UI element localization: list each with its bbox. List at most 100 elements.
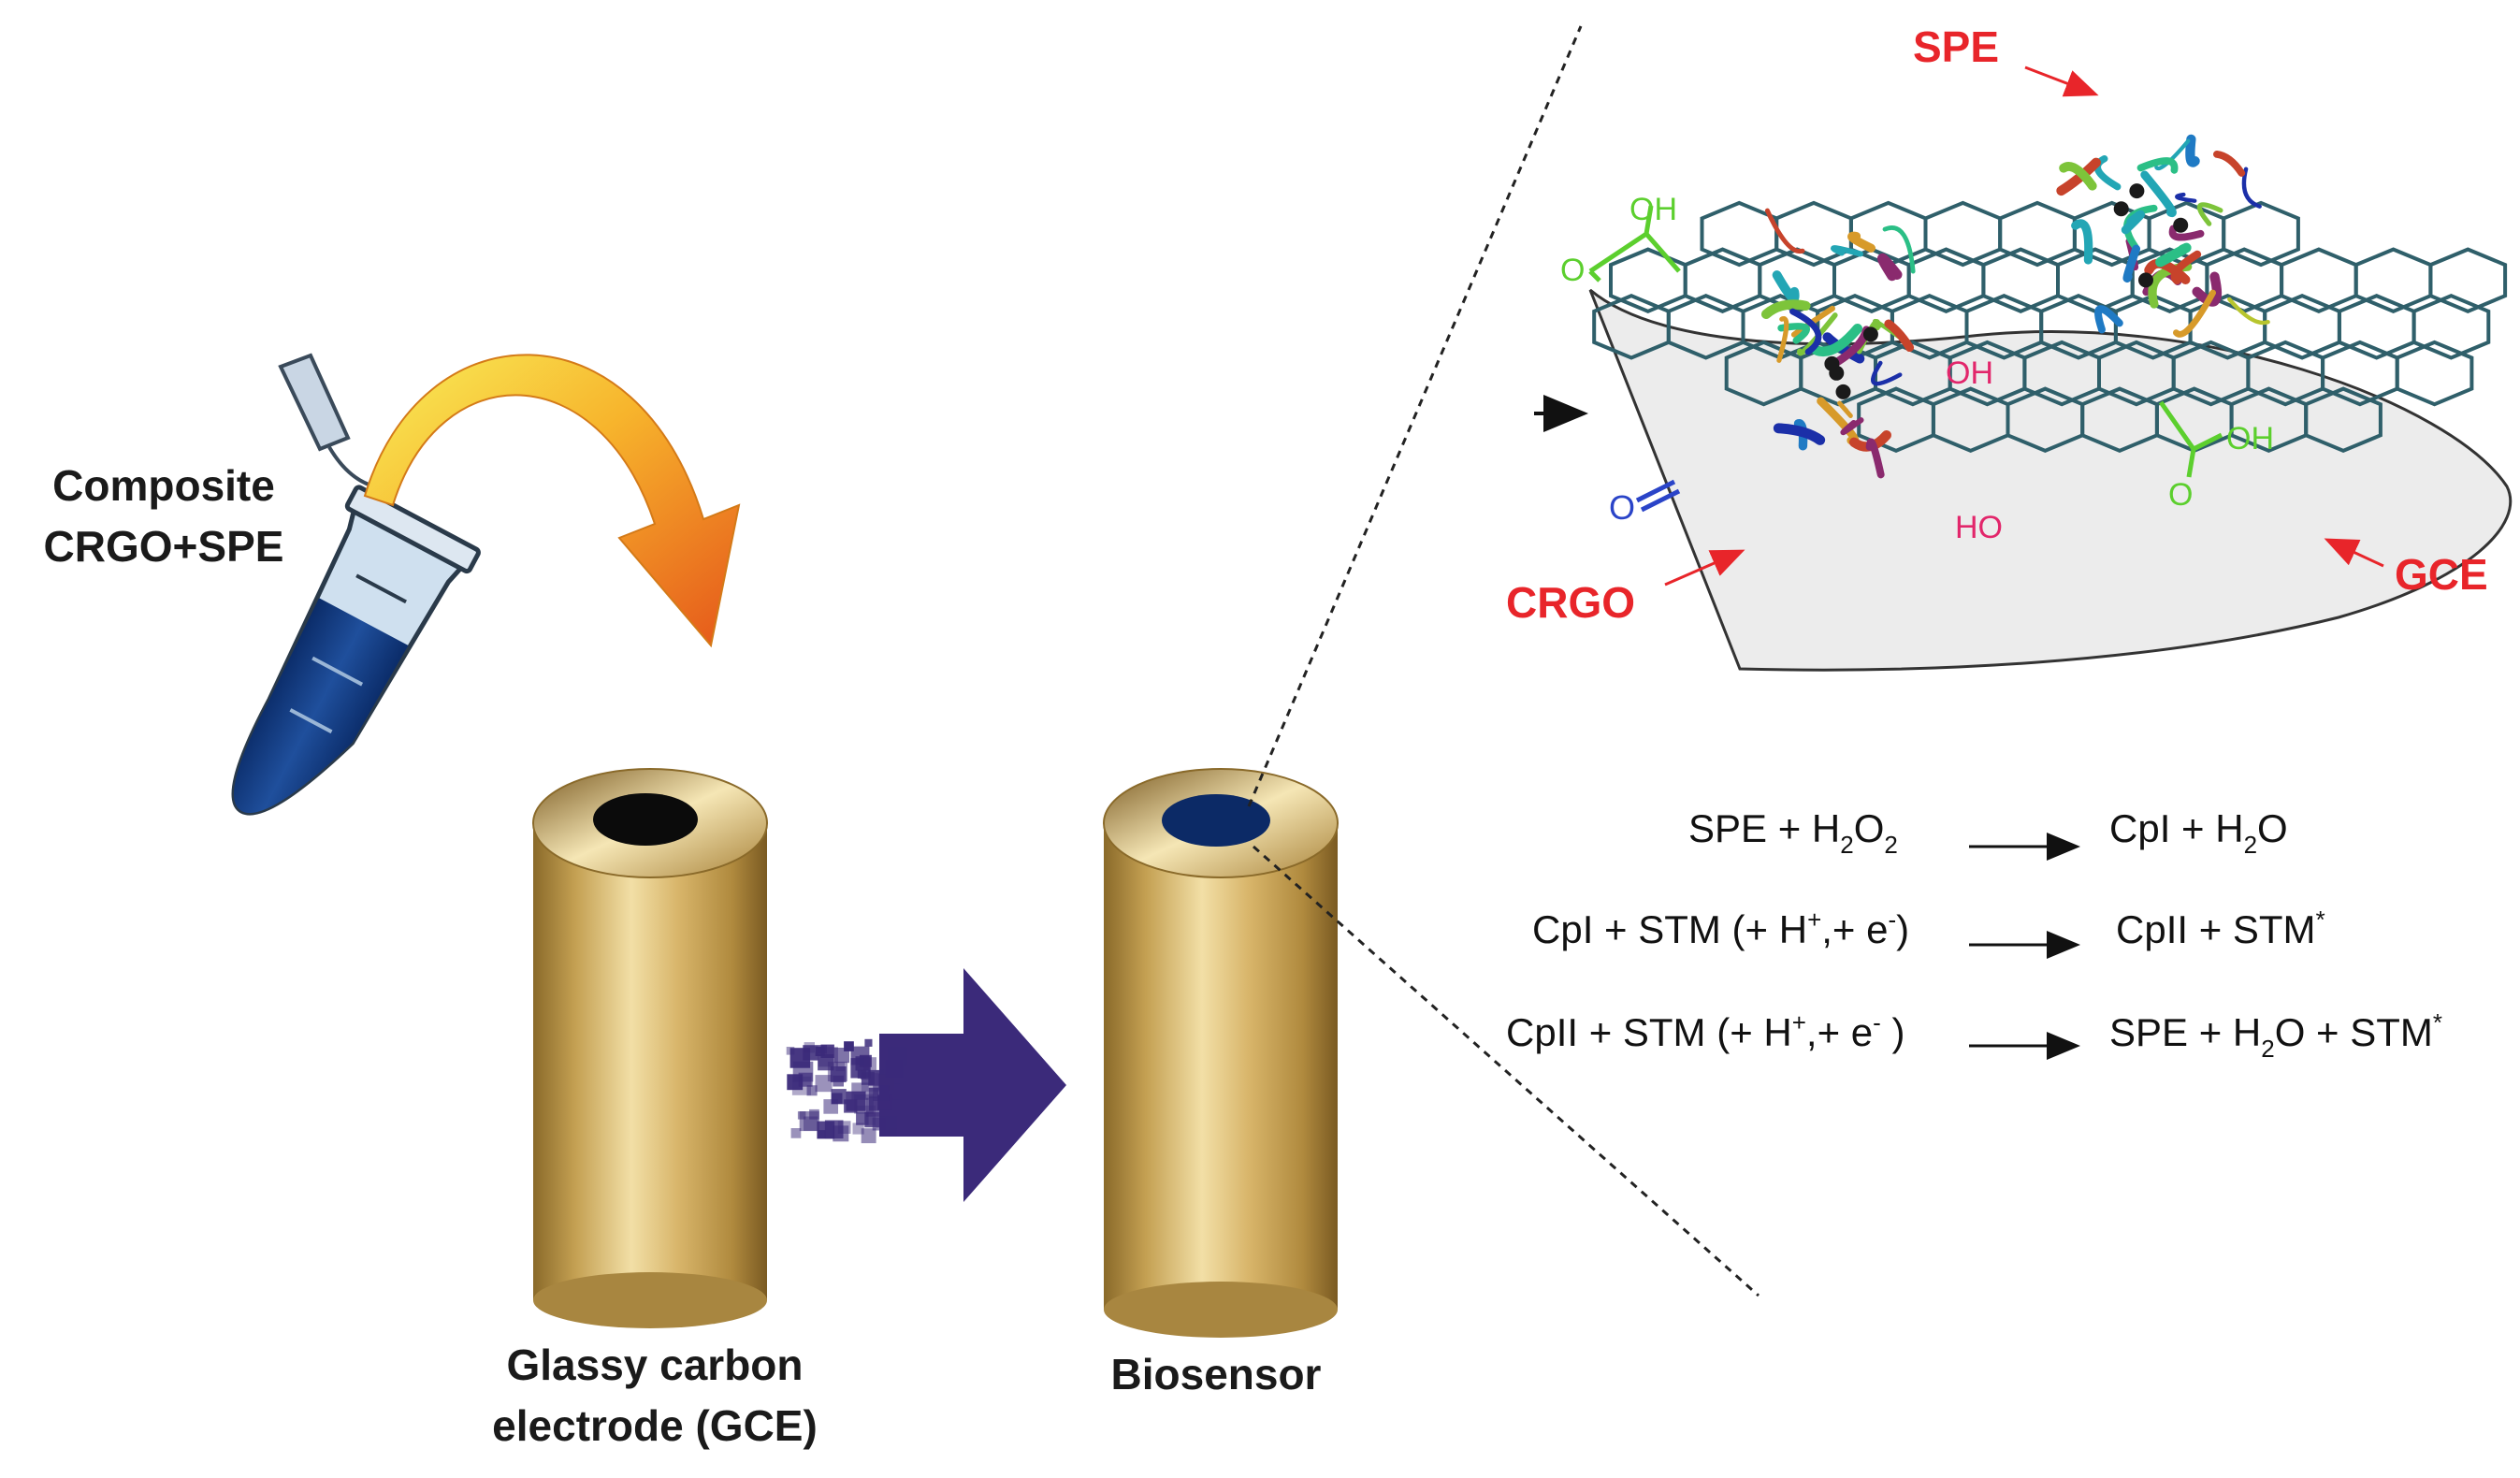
arrow-pixel bbox=[818, 1045, 827, 1054]
spe-pointer bbox=[2024, 65, 2099, 97]
enzyme-ribbon bbox=[2170, 250, 2202, 285]
transfer-arrow-curved bbox=[363, 354, 741, 648]
arrow-pixel bbox=[886, 1108, 894, 1116]
o-top-label: O bbox=[1560, 253, 1585, 288]
enzyme-ribbon bbox=[2175, 192, 2197, 203]
enzyme-ribbon bbox=[1837, 400, 1853, 418]
arrow-pixel bbox=[885, 1060, 904, 1078]
arrow-pixel bbox=[844, 1041, 854, 1051]
arrow-pixel bbox=[790, 1128, 802, 1138]
enzyme-heme bbox=[2129, 183, 2145, 199]
graphene-ring bbox=[2222, 200, 2300, 268]
arrow-pixel bbox=[806, 1085, 818, 1096]
gce-label-line2: electrode (GCE) bbox=[492, 1401, 818, 1450]
enzyme-heme bbox=[1829, 365, 1845, 381]
enzyme-heme bbox=[1862, 326, 1878, 342]
zoom-lines bbox=[1247, 25, 1760, 1297]
enzyme-heme bbox=[2113, 201, 2129, 217]
enzyme-ribbon bbox=[1772, 270, 1800, 303]
arrow-pixel bbox=[873, 1085, 890, 1101]
arrow-pixel bbox=[818, 1054, 834, 1071]
enzyme-ribbon bbox=[2071, 219, 2093, 265]
arrow-pixel bbox=[861, 1071, 875, 1085]
enzyme-ribbon bbox=[2155, 242, 2192, 268]
enzyme-ribbon bbox=[2056, 157, 2101, 196]
gce-label-line1: Glassy carbon bbox=[506, 1340, 803, 1389]
arrow-pixel bbox=[861, 1128, 876, 1144]
arrow-pixel bbox=[833, 1075, 844, 1087]
spe-label: SPE bbox=[1913, 22, 1999, 71]
enzyme-ribbon bbox=[1865, 438, 1885, 479]
enzyme-ribbon bbox=[1764, 208, 1805, 254]
enzyme-ribbon bbox=[2168, 225, 2205, 241]
o-right-label: O bbox=[2168, 477, 2193, 513]
eq1-left: SPE + H2O2 bbox=[1688, 806, 1898, 859]
enzyme-ribbon bbox=[2094, 305, 2123, 334]
composite-label-line2: CRGO+SPE bbox=[44, 522, 284, 571]
graphene-ring bbox=[2395, 340, 2474, 407]
arrow-pixel bbox=[792, 1061, 814, 1082]
enzyme-ribbon bbox=[2185, 134, 2200, 167]
enzyme-ribbon bbox=[2121, 210, 2145, 235]
crgo-pointer bbox=[1664, 549, 1745, 587]
o-left-label: O bbox=[1609, 488, 1635, 527]
process-arrow bbox=[786, 968, 1066, 1202]
enzyme-ribbon bbox=[1776, 316, 1789, 363]
enzyme-ribbon bbox=[2122, 244, 2141, 283]
enzyme-heme bbox=[1835, 384, 1851, 399]
enzyme-ribbon bbox=[1847, 231, 1876, 253]
arrow-pixel bbox=[864, 1038, 873, 1047]
enzyme-ribbon bbox=[2241, 167, 2262, 209]
arrow-pixel bbox=[804, 1042, 815, 1053]
graphene-ring bbox=[2304, 386, 2382, 453]
enzyme-ribbon bbox=[1773, 423, 1826, 445]
glassy-carbon-electrode bbox=[532, 768, 768, 1328]
oh-right-label: OH bbox=[2226, 421, 2274, 456]
biosensor-label: Biosensor bbox=[1111, 1350, 1322, 1398]
arrow-pixel bbox=[846, 1092, 866, 1111]
eq1-right: CpI + H2O bbox=[2109, 806, 2288, 859]
enzyme-ribbon bbox=[2059, 162, 2097, 191]
eppendorf-tube bbox=[231, 353, 481, 816]
enzyme-ribbon bbox=[1811, 323, 1863, 356]
arrow-pixel bbox=[786, 1047, 795, 1055]
arrow-pixel bbox=[888, 1128, 897, 1137]
enzyme-heme bbox=[2173, 217, 2189, 233]
enzyme-ribbon bbox=[2192, 271, 2223, 307]
enzyme-heme bbox=[2138, 272, 2153, 288]
arrow-pixel bbox=[803, 1045, 818, 1061]
composite-label-line1: Composite bbox=[52, 461, 275, 510]
crgo-graphene-sheet bbox=[1592, 200, 2508, 453]
oh-top-label: OH bbox=[1629, 192, 1677, 227]
arrow-pixel bbox=[799, 1111, 819, 1132]
enzyme-ribbon bbox=[1760, 299, 1811, 320]
enzyme-ribbon bbox=[2136, 157, 2179, 174]
enzyme-ribbon bbox=[2093, 154, 2122, 191]
graphene-ring bbox=[2411, 294, 2491, 360]
graphene-ring bbox=[2428, 247, 2508, 313]
enzyme-ribbon bbox=[2140, 170, 2177, 218]
enzyme-ribbon bbox=[1882, 225, 1916, 274]
enzyme-ribbon bbox=[1831, 245, 1863, 257]
arrow-pixel bbox=[852, 1123, 864, 1135]
enzyme-ribbon bbox=[1884, 319, 1915, 353]
enzyme-ribbon bbox=[1877, 253, 1903, 282]
oh-mid-label: OH bbox=[1946, 355, 1993, 391]
enzyme-ribbon bbox=[2196, 202, 2223, 226]
arrow-pixel bbox=[815, 1075, 833, 1093]
eq2-right: CpII + STM* bbox=[2116, 906, 2325, 951]
enzyme-ribbon bbox=[2173, 289, 2216, 338]
ho-bottom-label: HO bbox=[1955, 510, 2003, 545]
enzyme-ribbon bbox=[1840, 417, 1864, 436]
arrow-pixel bbox=[833, 1125, 849, 1142]
eq2-left: CpI + STM (+ H+,+ e-) bbox=[1532, 906, 1909, 951]
enzyme-ribbon bbox=[1789, 308, 1822, 355]
arrow-pixel bbox=[856, 1112, 869, 1125]
eq3-left: CpII + STM (+ H+,+ e- ) bbox=[1506, 1008, 1904, 1054]
crgo-label: CRGO bbox=[1506, 578, 1635, 627]
arrow-pixel bbox=[817, 1130, 826, 1138]
gce-pointer bbox=[2324, 538, 2384, 568]
functional-groups: OH O O OH O OH HO bbox=[1560, 192, 2274, 545]
